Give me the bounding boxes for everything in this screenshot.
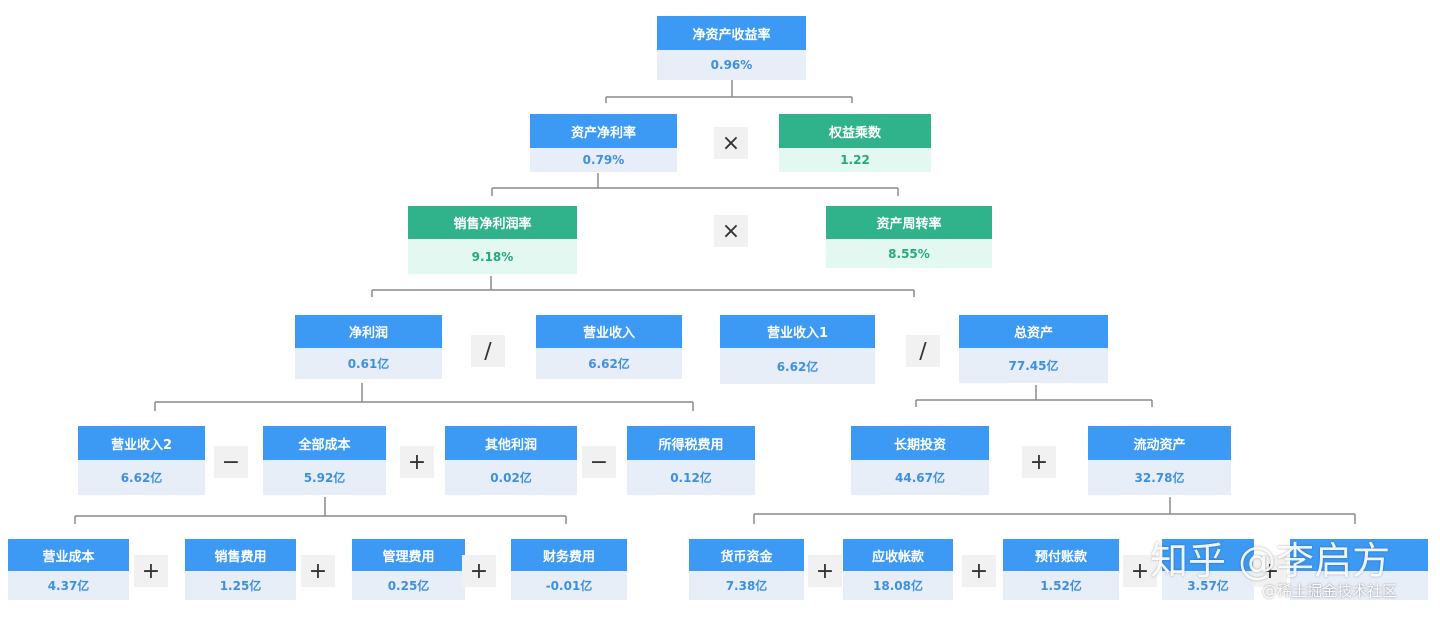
node-value: 1.52亿 <box>1003 571 1119 600</box>
node-label: 其他利润 <box>445 426 577 460</box>
node-label: 管理费用 <box>352 539 465 571</box>
node-value: 7.38亿 <box>689 571 804 600</box>
node-value: 0.25亿 <box>352 571 465 600</box>
node-label: 应收帐款 <box>843 539 953 571</box>
node-value: 44.67亿 <box>851 460 989 495</box>
node-value: 4.37亿 <box>8 571 129 600</box>
divide-operator: ∕ <box>471 335 505 367</box>
node-label: 资产净利率 <box>530 114 677 148</box>
node-label <box>1290 539 1428 571</box>
plus-operator: + <box>1123 555 1157 587</box>
plus-operator: + <box>301 555 335 587</box>
plus-operator: + <box>808 555 842 587</box>
node-label: 财务费用 <box>511 539 627 571</box>
node-value: 77.45亿 <box>959 348 1108 383</box>
node-value: 0.79% <box>530 148 677 172</box>
node-label: 长期投资 <box>851 426 989 460</box>
node-other-current <box>1290 539 1428 600</box>
node-value: 6.62亿 <box>720 348 875 384</box>
minus-operator: − <box>582 446 616 478</box>
node-value: 9.18% <box>408 239 577 274</box>
node-value: 1.25亿 <box>185 571 296 600</box>
plus-operator: + <box>1253 555 1287 587</box>
node-value: 5.92亿 <box>263 460 386 495</box>
divide-operator: ∕ <box>906 335 940 367</box>
node-label: 净利润 <box>295 315 442 348</box>
node-label: 销售净利润率 <box>408 206 577 239</box>
times-operator: × <box>714 215 748 247</box>
node-value: 6.62亿 <box>536 348 682 379</box>
node-value: 3.57亿 <box>1162 571 1254 600</box>
node-value <box>1290 571 1428 600</box>
node-value: 32.78亿 <box>1088 460 1231 495</box>
plus-operator: + <box>962 555 996 587</box>
node-value: 0.02亿 <box>445 460 577 495</box>
node-value: 0.12亿 <box>627 460 755 495</box>
node-label: 营业成本 <box>8 539 129 571</box>
node-label: 预付账款 <box>1003 539 1119 571</box>
times-operator: × <box>714 127 748 159</box>
node-label: 货币资金 <box>689 539 804 571</box>
node-label: 总资产 <box>959 315 1108 348</box>
node-label: 营业收入 <box>536 315 682 348</box>
node-value: 1.22 <box>779 148 931 172</box>
node-inventory: 3.57亿 <box>1162 539 1254 600</box>
node-label: 流动资产 <box>1088 426 1231 460</box>
node-label: 所得税费用 <box>627 426 755 460</box>
watermark-sub: @稀土掘金技术社区 <box>1262 582 1398 600</box>
node-value: 6.62亿 <box>78 460 205 495</box>
minus-operator: − <box>214 446 248 478</box>
node-label: 营业收入1 <box>720 315 875 348</box>
node-value: 18.08亿 <box>843 571 953 600</box>
node-value: 0.61亿 <box>295 348 442 379</box>
watermark-main: 知乎 @李启方 <box>1150 539 1391 583</box>
plus-operator: + <box>1022 446 1056 478</box>
node-value: 0.96% <box>657 50 806 80</box>
node-label: 权益乘数 <box>779 114 931 148</box>
node-label: 全部成本 <box>263 426 386 460</box>
node-label: 资产周转率 <box>826 206 992 239</box>
node-label: 销售费用 <box>185 539 296 571</box>
plus-operator: + <box>462 555 496 587</box>
node-finance-exp: 财务费用-0.01亿 <box>511 539 627 600</box>
node-label: 营业收入2 <box>78 426 205 460</box>
node-value: 8.55% <box>826 239 992 268</box>
plus-operator: + <box>134 555 168 587</box>
node-label: 净资产收益率 <box>657 16 806 50</box>
node-value: -0.01亿 <box>511 571 627 600</box>
plus-operator: + <box>400 446 434 478</box>
node-label <box>1162 539 1254 571</box>
